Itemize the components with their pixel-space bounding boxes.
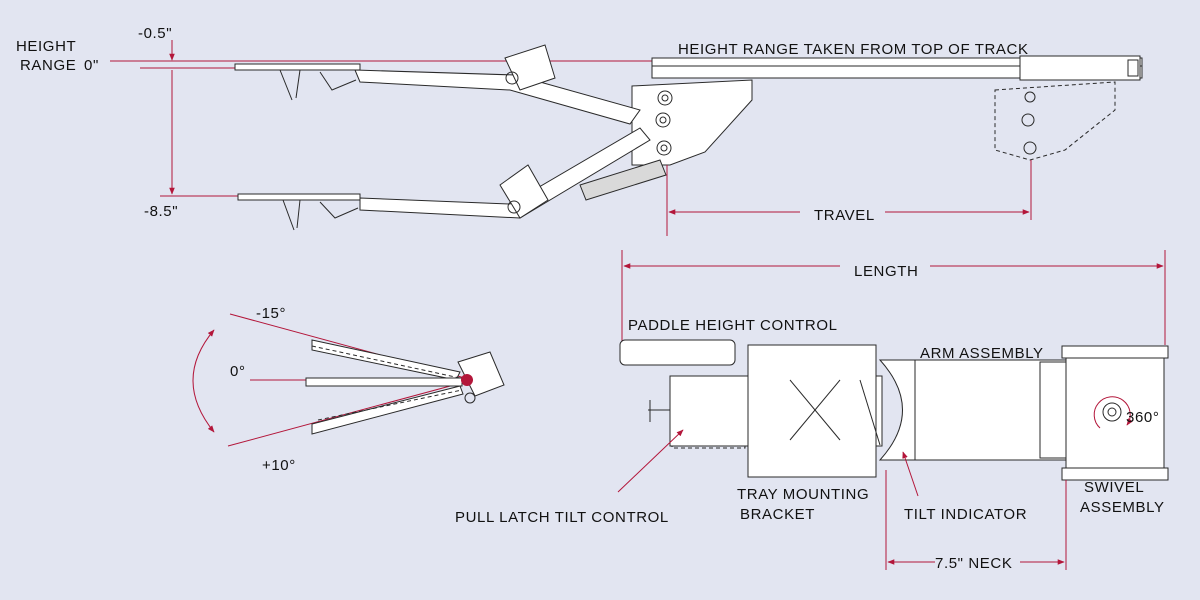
label-bracket: BRACKET xyxy=(740,506,815,523)
tilt-latch xyxy=(457,351,505,397)
swivel-assembly xyxy=(1065,351,1165,475)
label-zero: 0" xyxy=(84,57,99,74)
label-neck: 7.5" NECK xyxy=(935,555,1012,572)
tilt-arc-arrow xyxy=(192,329,215,433)
label-travel: TRAVEL xyxy=(814,207,875,224)
tilt-indicator-leader xyxy=(902,451,919,497)
label-range: RANGE xyxy=(20,57,76,74)
pull-latch-leader xyxy=(617,429,684,493)
label-pull-latch: PULL LATCH TILT CONTROL xyxy=(455,509,669,526)
label-top-of-track: HEIGHT RANGE TAKEN FROM TOP OF TRACK xyxy=(678,41,1029,58)
paddle xyxy=(619,339,736,366)
tray-down xyxy=(311,385,464,435)
plan-view: LENGTH PADDLE HEIGHT CONTROL ARM ASSEMBL… xyxy=(455,250,1169,572)
label-tilt-zero: 0° xyxy=(230,363,246,380)
label-length: LENGTH xyxy=(854,263,918,280)
mechanism-housing xyxy=(631,79,753,166)
lower-arm xyxy=(359,127,651,219)
label-tilt-plus: +10° xyxy=(262,457,296,474)
track-end xyxy=(1019,55,1141,81)
label-swivel: SWIVEL xyxy=(1084,479,1144,496)
pivot-point xyxy=(461,374,473,386)
label-assembly: ASSEMBLY xyxy=(1080,499,1165,516)
upper-arm xyxy=(354,69,641,125)
label-tray-mounting: TRAY MOUNTING xyxy=(737,486,869,503)
swivel-outline xyxy=(994,81,1116,161)
tray-level xyxy=(305,377,463,387)
tray-mounting-bracket xyxy=(747,344,877,478)
label-paddle-height-control: PADDLE HEIGHT CONTROL xyxy=(628,317,838,334)
label-minus-half: -0.5" xyxy=(138,25,172,42)
gas-spring xyxy=(579,159,667,201)
swivel-arrow xyxy=(1093,396,1133,429)
tilt-view: -15° 0° +10° xyxy=(192,305,505,474)
label-minus-eight-half: -8.5" xyxy=(144,203,178,220)
label-height: HEIGHT xyxy=(16,38,76,55)
label-arm-assembly: ARM ASSEMBLY xyxy=(920,345,1044,362)
upper-tray xyxy=(234,63,361,71)
lower-tray xyxy=(237,193,361,201)
side-view: HEIGHT RANGE 0" -0.5" -8.5" HEIGHT RANGE… xyxy=(16,25,1143,236)
label-tilt-indicator: TILT INDICATOR xyxy=(904,506,1027,523)
label-swivel-degrees: 360° xyxy=(1126,409,1159,426)
tray-up xyxy=(311,339,461,381)
label-tilt-minus: -15° xyxy=(256,305,286,322)
